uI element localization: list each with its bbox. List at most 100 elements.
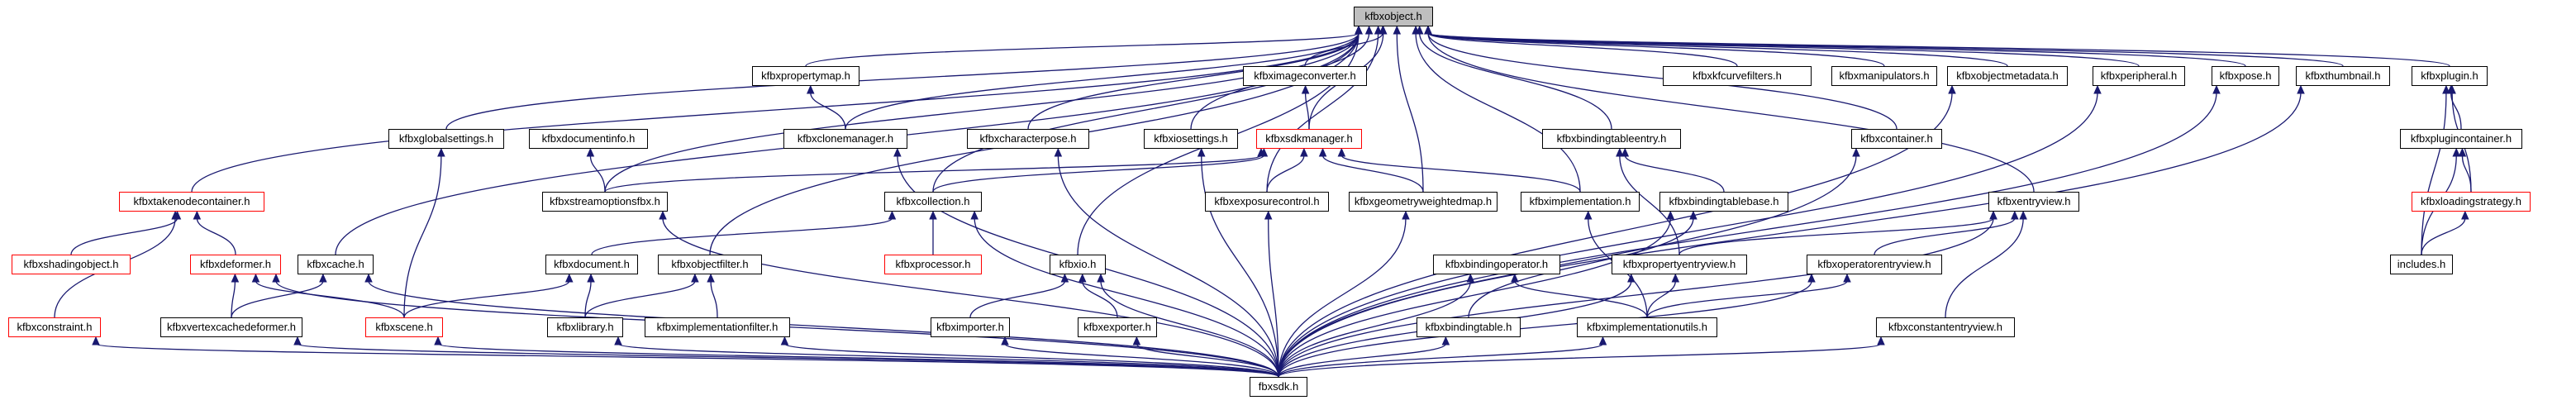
edge-kfbxpropertyentryview-to-kfbxentryview	[1678, 217, 1994, 255]
node-kfbxthumbnail[interactable]: kfbxthumbnail.h	[2296, 66, 2390, 86]
edge-kfbxclonemanager-to-kfbxpropertymap	[810, 92, 846, 130]
node-kfbxconstantentryview[interactable]: kfbxconstantentryview.h	[1876, 317, 2015, 337]
arrowhead-kfbxgeometryweightedmap-to-kfbxsdkmanager	[1318, 147, 1327, 157]
arrowhead-kfbxvertexcachedeformer-to-kfbxdeformer	[231, 273, 240, 283]
arrowhead-kfbxoperatorentryview-to-kfbxentryview	[2011, 210, 2019, 220]
node-kfbxcache[interactable]: kfbxcache.h	[298, 255, 374, 274]
node-kfbxglobalsettings[interactable]: kfbxglobalsettings.h	[388, 129, 504, 149]
node-kfbxclonemanager[interactable]: kfbxclonemanager.h	[783, 129, 907, 149]
node-kfbxcontainer[interactable]: kfbxcontainer.h	[1851, 129, 1942, 149]
edge-fbxsdk-to-kfbxcollection	[974, 217, 1279, 378]
node-kfbxlibrary[interactable]: kfbxlibrary.h	[547, 317, 623, 337]
node-kfbxbindingtable[interactable]: kfbxbindingtable.h	[1417, 317, 1521, 337]
edge-kfbxclonemanager-to-kfbxobject	[845, 32, 1359, 130]
node-kfbxbindingtableentry[interactable]: kfbxbindingtableentry.h	[1542, 129, 1681, 149]
node-kfbxgeometryweightedmap[interactable]: kfbxgeometryweightedmap.h	[1349, 192, 1498, 212]
arrowhead-kfbximplementationutils-to-kfbxoperatorentryview	[1843, 273, 1851, 283]
edge-fbxsdk-to-kfbxentryview	[1278, 217, 1994, 378]
arrowhead-kfbxio-to-kfbxobject	[1355, 25, 1363, 35]
node-kfbxconstraint[interactable]: kfbxconstraint.h	[8, 317, 101, 337]
node-kfbxvertexcachedeformer[interactable]: kfbxvertexcachedeformer.h	[160, 317, 302, 337]
edge-kfbximplementation-to-kfbxsdkmanager	[1340, 155, 1581, 193]
node-includes[interactable]: includes.h	[2390, 255, 2453, 274]
edge-kfbxgeometryweightedmap-to-kfbxsdkmanager	[1321, 155, 1424, 193]
edge-kfbxcollection-to-kfbxsdkmanager	[932, 155, 1265, 193]
node-kfbxdocumentinfo[interactable]: kfbxdocumentinfo.h	[529, 129, 648, 149]
edge-kfbxlibrary-to-kfbxobjectfilter	[584, 280, 696, 318]
edge-fbxsdk-to-kfbxscene	[437, 343, 1279, 378]
node-kfbxtakenodecontainer[interactable]: kfbxtakenodecontainer.h	[119, 192, 264, 212]
edge-kfbxscene-to-kfbxglobalsettings	[403, 155, 442, 318]
node-kfbximporter[interactable]: kfbximporter.h	[931, 317, 1010, 337]
node-kfbximplementationfilter[interactable]: kfbximplementationfilter.h	[645, 317, 790, 337]
edge-fbxsdk-to-kfbxoperatorentryview	[1278, 280, 1812, 378]
node-kfbxmanipulators[interactable]: kfbxmanipulators.h	[1831, 66, 1937, 86]
edge-kfbximplementation-to-kfbxobject	[1415, 32, 1581, 193]
node-kfbxobjectmetadata[interactable]: kfbxobjectmetadata.h	[1947, 66, 2068, 86]
edge-fbxsdk-to-kfbxcontainer	[1278, 155, 1857, 378]
node-fbxsdk[interactable]: fbxsdk.h	[1250, 377, 1307, 397]
node-kfbximplementation[interactable]: kfbximplementation.h	[1521, 192, 1640, 212]
node-kfbxoperatorentryview[interactable]: kfbxoperatorentryview.h	[1807, 255, 1942, 274]
node-kfbxplugin[interactable]: kfbxplugin.h	[2412, 66, 2488, 86]
arrowhead-kfbxexporter-to-kfbxio	[1078, 273, 1087, 283]
edge-kfbxbindingtablebase-to-kfbxbindingtableentry	[1624, 155, 1725, 193]
arrowhead-fbxsdk-to-kfbxperipheral	[2093, 84, 2102, 94]
arrowhead-kfbximplementation-to-kfbxobject	[1412, 25, 1420, 35]
node-kfbxshadingobject[interactable]: kfbxshadingobject.h	[12, 255, 131, 274]
arrowhead-fbxsdk-to-kfbxexporter	[1132, 336, 1141, 345]
node-kfbxpropertyentryview[interactable]: kfbxpropertyentryview.h	[1612, 255, 1747, 274]
node-kfbxplugincontainer[interactable]: kfbxplugincontainer.h	[2400, 129, 2522, 149]
node-kfbximageconverter[interactable]: kfbximageconverter.h	[1243, 66, 1367, 86]
node-kfbxentryview[interactable]: kfbxentryview.h	[1988, 192, 2079, 212]
edge-kfbximporter-to-kfbxio	[969, 280, 1066, 318]
node-kfbxprocessor[interactable]: kfbxprocessor.h	[884, 255, 982, 274]
node-kfbxpose[interactable]: kfbxpose.h	[2212, 66, 2279, 86]
node-kfbxcharacterpose[interactable]: kfbxcharacterpose.h	[967, 129, 1089, 149]
arrowhead-includes-to-kfbxplugincontainer	[2452, 147, 2461, 157]
node-kfbxsdkmanager[interactable]: kfbxsdkmanager.h	[1256, 129, 1362, 149]
edge-includes-to-kfbxloadingstrategy	[2421, 217, 2466, 255]
arrowhead-kfbxpropertyentryview-to-kfbxbindingtableentry	[1616, 147, 1624, 157]
edge-kfbximplementationutils-to-kfbxbindingoperator	[1514, 280, 1648, 318]
edge-fbxsdk-to-kfbxcharacterpose	[1057, 155, 1279, 378]
node-kfbxscene[interactable]: kfbxscene.h	[365, 317, 443, 337]
edge-fbxsdk-to-kfbxexposurecontrol	[1268, 217, 1279, 378]
node-kfbxfcurvefilters[interactable]: kfbxkfcurvefilters.h	[1663, 66, 1812, 86]
edge-fbxsdk-to-kfbxgeometryweightedmap	[1278, 217, 1407, 378]
node-kfbxperipheral[interactable]: kfbxperipheral.h	[2093, 66, 2185, 86]
arrowhead-kfbximplementationutils-to-kfbximplementation	[1583, 210, 1593, 220]
arrowhead-kfbxscene-to-kfbxglobalsettings	[437, 147, 445, 157]
edge-kfbxsdkmanager-to-kfbximageconverter	[1304, 92, 1310, 130]
arrowhead-fbxsdk-to-kfbxconstraint	[92, 336, 100, 345]
node-kfbxexporter[interactable]: kfbxexporter.h	[1078, 317, 1157, 337]
edge-fbxsdk-to-kfbxlibrary	[617, 343, 1279, 378]
node-kfbxpropertymap[interactable]: kfbxpropertymap.h	[752, 66, 859, 86]
node-kfbxdocument[interactable]: kfbxdocument.h	[545, 255, 638, 274]
arrowhead-fbxsdk-to-kfbxlibrary	[614, 336, 622, 345]
node-kfbxdeformer[interactable]: kfbxdeformer.h	[190, 255, 281, 274]
node-kfbxexposurecontrol[interactable]: kfbxexposurecontrol.h	[1205, 192, 1329, 212]
edge-kfbxvertexcachedeformer-to-kfbxcache	[231, 280, 324, 318]
node-kfbxbindingtablebase[interactable]: kfbxbindingtablebase.h	[1659, 192, 1788, 212]
edge-fbxsdk-to-kfbxperipheral	[1278, 92, 2098, 378]
arrowhead-fbxsdk-to-kfbximplementationutils	[1598, 336, 1607, 345]
arrowhead-kfbxconstantentryview-to-kfbxentryview	[2019, 210, 2027, 220]
edge-kfbxexposurecontrol-to-kfbxobject	[1266, 32, 1379, 193]
node-kfbxloadingstrategy[interactable]: kfbxloadingstrategy.h	[2412, 192, 2531, 212]
node-kfbxobjectfilter[interactable]: kfbxobjectfilter.h	[658, 255, 762, 274]
arrowhead-fbxsdk-to-kfbximplementationfilter	[780, 336, 789, 345]
arrowhead-kfbximplementationfilter-to-kfbxobjectfilter	[707, 273, 715, 283]
arrowhead-kfbxprocessor-to-kfbxcollection	[929, 210, 937, 220]
node-kfbxiosettings[interactable]: kfbxiosettings.h	[1144, 129, 1238, 149]
node-kfbxio[interactable]: kfbxio.h	[1050, 255, 1106, 274]
node-kfbxstreamoptionsfbx[interactable]: kfbxstreamoptionsfbx.h	[542, 192, 668, 212]
node-kfbxbindingoperator[interactable]: kfbxbindingoperator.h	[1433, 255, 1560, 274]
arrowhead-kfbxentryview-to-kfbxobject	[1424, 25, 1432, 35]
arrowhead-fbxsdk-to-kfbxthumbnail	[2297, 84, 2305, 94]
arrowhead-kfbxscene-to-kfbxdocument	[564, 273, 574, 283]
node-kfbxcollection[interactable]: kfbxcollection.h	[884, 192, 982, 212]
node-kfbxobject[interactable]: kfbxobject.h	[1354, 7, 1433, 26]
node-kfbximplementationutils[interactable]: kfbximplementationutils.h	[1577, 317, 1717, 337]
